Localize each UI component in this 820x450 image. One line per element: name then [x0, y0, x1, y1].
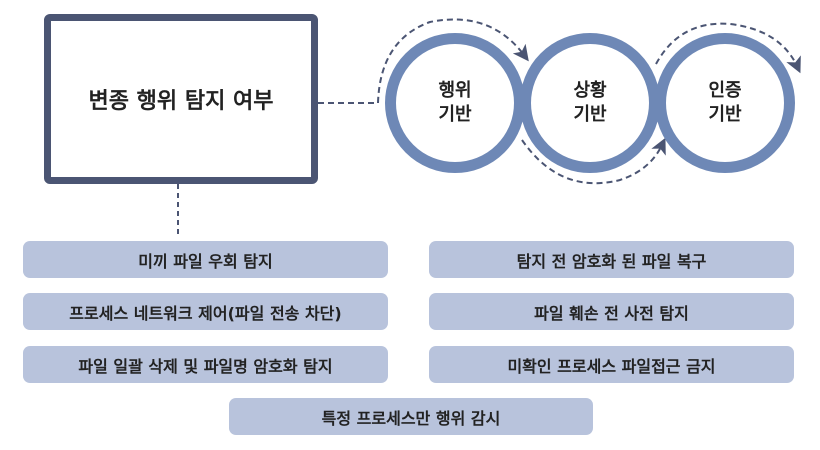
circle-label: 기반 — [438, 104, 472, 125]
feature-pill: 탐지 전 암호화 된 파일 복구 — [429, 241, 794, 278]
feature-pill: 파일 훼손 전 사전 탐지 — [429, 293, 794, 330]
feature-pill: 파일 일괄 삭제 및 파일명 암호화 탐지 — [23, 346, 388, 383]
feature-pill: 프로세스 네트워크 제어(파일 전송 차단) — [23, 293, 388, 330]
circle-label: 상황 — [573, 80, 607, 101]
arrow-circle2-to-circle3 — [521, 137, 666, 185]
main-title: 변종 행위 탐지 여부 — [88, 89, 274, 114]
connector-box-to-circles — [318, 18, 529, 104]
feature-pill: 미끼 파일 우회 탐지 — [23, 241, 388, 278]
circle-label: 기반 — [708, 104, 742, 125]
circle-label: 인증 — [708, 80, 742, 101]
feature-pill: 특정 프로세스만 행위 감시 — [229, 398, 593, 435]
circle-label: 행위 — [438, 80, 472, 101]
main-title-box: 변종 행위 탐지 여부 — [44, 14, 318, 184]
circle-label: 기반 — [573, 104, 607, 125]
feature-pill: 미확인 프로세스 파일접근 금지 — [429, 346, 794, 383]
